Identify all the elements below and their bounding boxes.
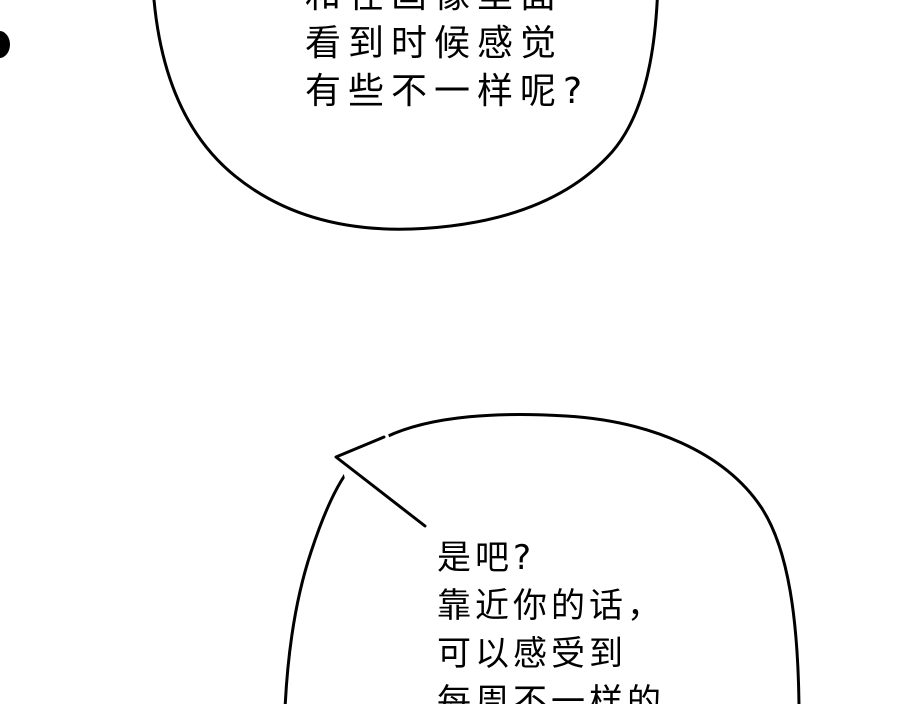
dialogue-line: 每周不一样的 — [437, 682, 665, 704]
dialogue-line: 和在画像里面 — [305, 0, 589, 20]
dialogue-line: 有些不一样呢? — [305, 71, 590, 112]
speech-bubble-top-text: 和在画像里面 看到时候感觉 有些不一样呢? — [305, 0, 589, 116]
edge-mark — [0, 31, 10, 58]
speech-bubble-bottom — [283, 413, 801, 704]
dialogue-line: 可以感受到 — [437, 634, 627, 674]
speech-bubble-top — [152, 0, 659, 231]
dialogue-line: 是吧? — [437, 538, 536, 578]
dialogue-line: 看到时候感觉 — [305, 23, 564, 64]
dialogue-line: 靠近你的话， — [437, 586, 665, 626]
bubble-tail — [334, 435, 427, 528]
speech-bubble-bottom-text: 是吧? 靠近你的话， 可以感受到 每周不一样的 — [437, 534, 665, 704]
